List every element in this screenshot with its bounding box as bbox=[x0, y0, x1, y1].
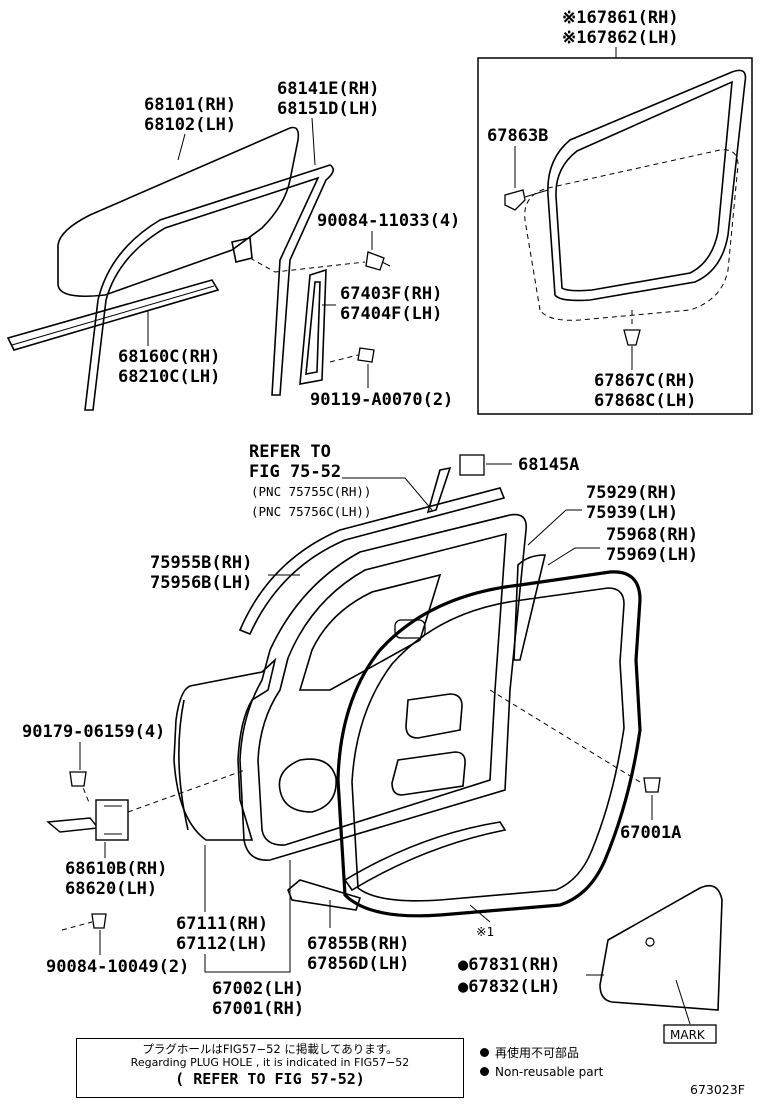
bolt-90179-icon bbox=[69, 771, 87, 787]
legend-jp: 再使用不可部品 bbox=[495, 1046, 580, 1060]
label-67831: ●67831(RH) bbox=[458, 955, 560, 975]
label-67111: 67111(RH) bbox=[176, 914, 268, 934]
label-68141e: 68141E(RH) bbox=[277, 79, 379, 99]
speaker-opening-shape bbox=[278, 758, 337, 813]
label-75939: 75939(LH) bbox=[586, 503, 678, 523]
label-68610b: 68610B(RH) bbox=[65, 859, 167, 879]
label-67112: 67112(LH) bbox=[176, 934, 268, 954]
document-number: 673023F bbox=[690, 1082, 745, 1097]
bullet-icon bbox=[480, 1067, 489, 1076]
rear-channel-shape bbox=[299, 268, 327, 385]
legend-en: Non-reusable part bbox=[495, 1065, 604, 1079]
label-refer-to: REFER TO bbox=[249, 442, 331, 462]
label-67861: ※167861(RH) bbox=[562, 8, 679, 28]
bolt-90084-11033-icon bbox=[365, 251, 391, 271]
note-japanese: プラグホールはFIG57−52 に掲載してあります。 bbox=[142, 1042, 398, 1056]
label-pnc-rh: (PNC 75755C(RH)) bbox=[251, 484, 371, 499]
label-pnc-lh: (PNC 75756C(LH)) bbox=[251, 504, 371, 519]
door-trim-panel-shape bbox=[599, 884, 723, 1011]
label-90179: 90179-06159(4) bbox=[22, 722, 165, 742]
lower-seal-67855b-shape bbox=[287, 879, 362, 911]
label-68210c: 68210C(LH) bbox=[118, 367, 220, 387]
service-hole-2-shape bbox=[391, 751, 466, 796]
belt-moulding-shape bbox=[6, 279, 220, 351]
glass-run-shape bbox=[84, 164, 334, 411]
note-refer-link[interactable]: ( REFER TO FIG 57-52) bbox=[175, 1070, 365, 1088]
note-english: Regarding PLUG HOLE , it is indicated in… bbox=[130, 1056, 410, 1069]
weatherstrip-dashed-outline bbox=[524, 149, 739, 321]
pad-68145a-icon bbox=[459, 454, 485, 476]
label-68102: 68102(LH) bbox=[144, 115, 236, 135]
label-star-1: ※1 bbox=[476, 924, 494, 939]
division-bar-shape bbox=[513, 554, 547, 661]
label-mark: MARK bbox=[670, 1028, 706, 1042]
door-frame-shape bbox=[239, 513, 527, 861]
plug-67001a-icon bbox=[643, 777, 661, 793]
upper-frame-moulding-shape bbox=[238, 487, 506, 636]
label-67001: 67001(RH) bbox=[212, 999, 304, 1019]
legend: 再使用不可部品 Non-reusable part bbox=[480, 1044, 603, 1082]
legend-row-jp: 再使用不可部品 bbox=[480, 1044, 603, 1063]
label-67001a: 67001A bbox=[620, 823, 681, 843]
door-opening-weatherstrip-shape bbox=[336, 570, 642, 918]
clip-67863b-icon bbox=[504, 189, 549, 211]
label-67855b: 67855B(RH) bbox=[307, 934, 409, 954]
label-68101: 68101(RH) bbox=[144, 95, 236, 115]
bolt-90119-icon bbox=[357, 347, 375, 363]
mark-box bbox=[663, 1024, 717, 1044]
label-67403f: 67403F(RH) bbox=[340, 284, 442, 304]
door-glass-shape bbox=[57, 126, 300, 298]
label-90084-11033: 90084-11033(4) bbox=[317, 211, 460, 231]
label-67404f: 67404F(LH) bbox=[340, 304, 442, 324]
label-67868c: 67868C(LH) bbox=[594, 391, 696, 411]
door-weatherstrip-shape bbox=[547, 69, 747, 302]
clip-67867c-icon bbox=[623, 310, 641, 346]
label-refer-fig: FIG 75-52 bbox=[249, 462, 341, 482]
label-75956b: 75956B(LH) bbox=[150, 573, 252, 593]
service-hole-1-shape bbox=[405, 693, 463, 739]
label-67862: ※167862(LH) bbox=[562, 28, 679, 48]
plug-hole-note-box: プラグホールはFIG57−52 に掲載してあります。 Regarding PLU… bbox=[76, 1038, 464, 1098]
label-67863b: 67863B bbox=[487, 126, 548, 146]
label-67832: ●67832(LH) bbox=[458, 977, 560, 997]
label-68160c: 68160C(RH) bbox=[118, 347, 220, 367]
outer-door-panel-shape bbox=[173, 657, 277, 841]
label-75929: 75929(RH) bbox=[586, 483, 678, 503]
label-90084-10049: 90084-10049(2) bbox=[46, 957, 189, 977]
label-75968: 75968(RH) bbox=[606, 525, 698, 545]
door-check-icon bbox=[46, 799, 129, 841]
legend-row-en: Non-reusable part bbox=[480, 1063, 603, 1082]
label-75969: 75969(LH) bbox=[606, 545, 698, 565]
label-67856d: 67856D(LH) bbox=[307, 954, 409, 974]
label-67867c: 67867C(RH) bbox=[594, 371, 696, 391]
rear-vertical-moulding-shape bbox=[426, 466, 452, 514]
label-67002: 67002(LH) bbox=[212, 979, 304, 999]
label-68151d: 68151D(LH) bbox=[277, 99, 379, 119]
weatherstrip-inset-box bbox=[477, 57, 753, 415]
bolt-90084-10049-icon bbox=[91, 913, 107, 929]
label-68620: 68620(LH) bbox=[65, 879, 157, 899]
label-68145a: 68145A bbox=[518, 455, 579, 475]
bullet-icon bbox=[480, 1048, 489, 1057]
label-75955b: 75955B(RH) bbox=[150, 553, 252, 573]
label-90119: 90119-A0070(2) bbox=[310, 390, 453, 410]
